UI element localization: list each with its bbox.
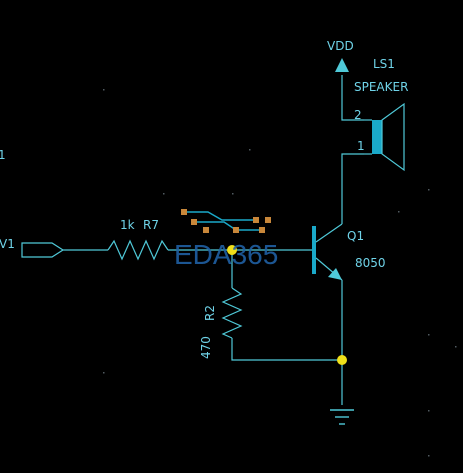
transistor-value-label: 8050 xyxy=(355,256,386,270)
resistor-r7[interactable] xyxy=(107,239,169,261)
resistor-r7-ref-label: R7 xyxy=(143,218,159,232)
vdd-symbol[interactable] xyxy=(335,58,349,72)
grid-dots xyxy=(103,89,457,457)
pcb-trace-logo-graphic xyxy=(181,209,271,233)
speaker-coil xyxy=(372,120,382,154)
resistor-r2-value-label: 470 xyxy=(199,336,213,359)
wire-r2-ground-node xyxy=(231,338,342,361)
wire-vdd-speaker xyxy=(341,75,364,121)
speaker-value-label: SPEAKER xyxy=(354,80,408,94)
vdd-label: VDD xyxy=(327,39,354,53)
watermark-text: EDA365 xyxy=(174,239,278,270)
transistor-base-bar xyxy=(312,226,316,274)
eda365-watermark-logo: EDA365 xyxy=(174,209,278,270)
vdd-arrow xyxy=(335,58,349,72)
junction-base-node xyxy=(227,245,237,255)
resistor-r7-zigzag xyxy=(107,239,169,261)
ground-symbol[interactable] xyxy=(330,409,354,425)
net-port-v1[interactable] xyxy=(21,242,65,258)
speaker-ref-label: LS1 xyxy=(373,57,395,71)
wire-speaker-collector xyxy=(341,153,364,224)
transistor-emitter-arrow xyxy=(328,268,342,280)
speaker-ls1[interactable] xyxy=(364,102,405,172)
speaker-pin1-label: 1 xyxy=(357,139,365,153)
transistor-ref-label: Q1 xyxy=(347,229,364,243)
resistor-r7-value-label: 1k xyxy=(120,218,135,232)
resistor-r2-ref-label: R2 xyxy=(203,305,217,321)
transistor-q1[interactable] xyxy=(312,223,343,281)
net-port-v1-label: V1 xyxy=(0,237,15,251)
junction-ground-node xyxy=(337,355,347,365)
resistor-r2-zigzag xyxy=(221,287,243,339)
wires xyxy=(63,75,364,405)
left-edge-pin-label: 1 xyxy=(0,148,6,162)
transistor-collector-lead xyxy=(315,223,343,243)
resistor-r2[interactable] xyxy=(221,287,243,339)
speaker-pin2-label: 2 xyxy=(354,108,362,122)
speaker-cone xyxy=(381,102,405,172)
net-port-shape xyxy=(21,242,65,258)
